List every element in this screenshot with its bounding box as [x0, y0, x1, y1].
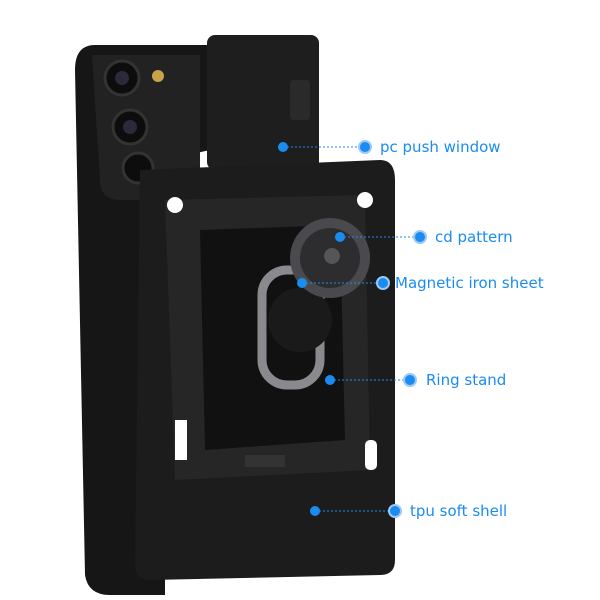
callout-dot-icon [358, 140, 372, 154]
callout-dot-icon [310, 506, 320, 516]
callout-ring-stand: Ring stand [426, 371, 507, 389]
callout-cd-pattern: cd pattern [435, 228, 513, 246]
callout-dot-icon [335, 232, 345, 242]
callout-pc-push-window: pc push window [380, 138, 501, 156]
flash-icon [152, 70, 164, 82]
push-window [207, 35, 319, 170]
callout-dot-icon [388, 504, 402, 518]
callout-dot-icon [278, 142, 288, 152]
callout-tpu-soft-shell: tpu soft shell [410, 502, 508, 520]
callout-dot-icon [376, 276, 390, 290]
callout-dot-icon [403, 373, 417, 387]
callout-magnetic-iron-sheet: Magnetic iron sheet [395, 274, 544, 292]
callout-dot-icon [325, 375, 335, 385]
callout-dot-icon [413, 230, 427, 244]
callout-dot-icon [297, 278, 307, 288]
